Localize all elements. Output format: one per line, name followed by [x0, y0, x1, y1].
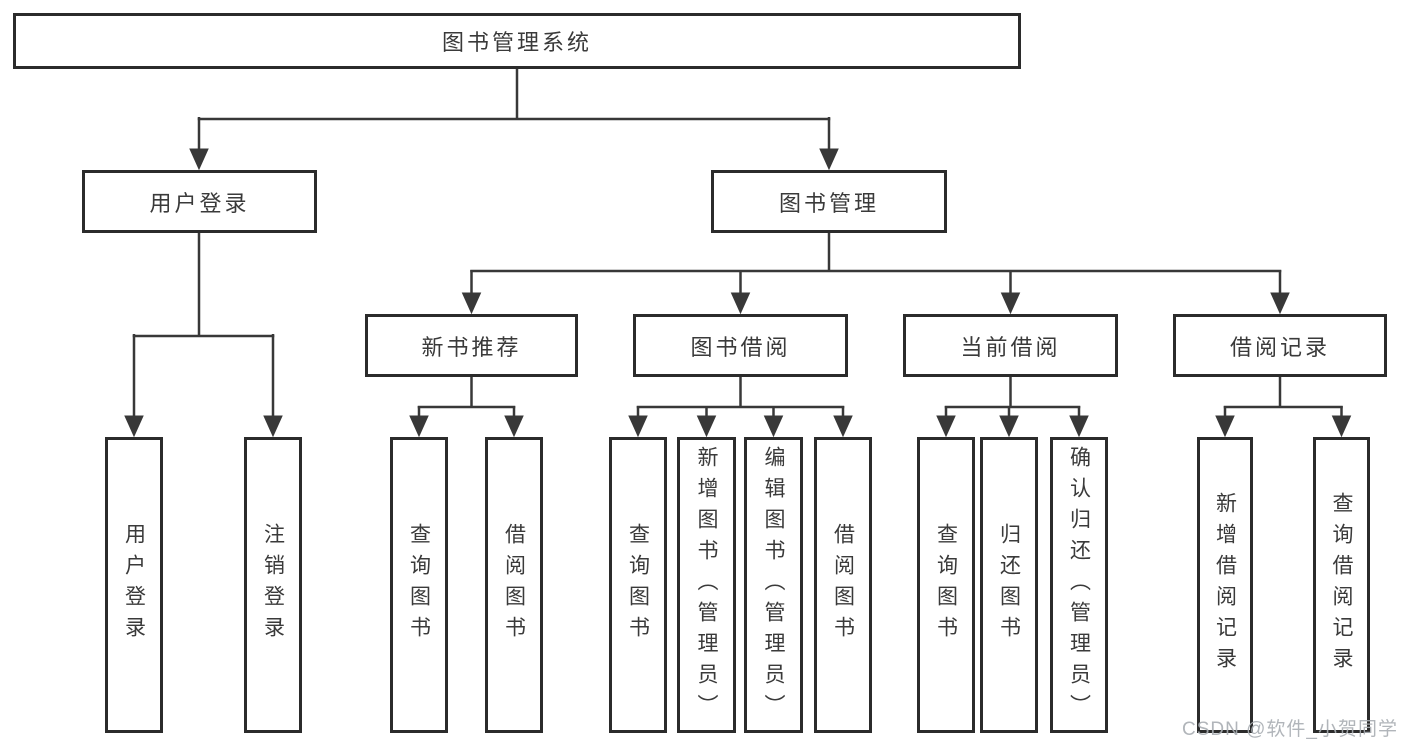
leaf-current-query-books-label: 查询图书: [934, 523, 958, 647]
leaf-user-login-label: 用户登录: [122, 523, 146, 647]
leaf-current-confirm-return-admin: 确认归还（管理员）: [1050, 437, 1108, 733]
node-root-system: 图书管理系统: [13, 13, 1021, 69]
leaf-logout-label: 注销登录: [261, 523, 285, 647]
leaf-recommend-borrow-books: 借阅图书: [485, 437, 543, 733]
leaf-borrow-borrow-books-label: 借阅图书: [831, 523, 855, 647]
leaf-logout: 注销登录: [244, 437, 302, 733]
node-user-login-group: 用户登录: [82, 170, 317, 233]
leaf-borrow-add-books-admin: 新增图书（管理员）: [677, 437, 736, 733]
node-current-borrow: 当前借阅: [903, 314, 1118, 377]
leaf-borrow-edit-books-admin: 编辑图书（管理员）: [744, 437, 803, 733]
leaf-records-query-record-label: 查询借阅记录: [1330, 492, 1354, 678]
leaf-records-add-record-label: 新增借阅记录: [1213, 492, 1237, 678]
leaf-recommend-query-books: 查询图书: [390, 437, 448, 733]
leaf-user-login: 用户登录: [105, 437, 163, 733]
node-book-management: 图书管理: [711, 170, 947, 233]
leaf-borrow-borrow-books: 借阅图书: [814, 437, 872, 733]
leaf-current-return-books: 归还图书: [980, 437, 1038, 733]
leaf-records-add-record: 新增借阅记录: [1197, 437, 1253, 733]
leaf-borrow-query-books-label: 查询图书: [626, 523, 650, 647]
leaf-recommend-borrow-books-label: 借阅图书: [502, 523, 526, 647]
leaf-recommend-query-books-label: 查询图书: [407, 523, 431, 647]
node-new-book-recommend: 新书推荐: [365, 314, 578, 377]
leaf-borrow-edit-books-admin-label: 编辑图书（管理员）: [762, 445, 786, 725]
node-borrow-records: 借阅记录: [1173, 314, 1387, 377]
leaf-current-confirm-return-admin-label: 确认归还（管理员）: [1067, 445, 1091, 725]
csdn-watermark: CSDN @软件_小贺同学: [1182, 719, 1398, 740]
node-book-borrow: 图书借阅: [633, 314, 848, 377]
leaf-current-query-books: 查询图书: [917, 437, 975, 733]
leaf-records-query-record: 查询借阅记录: [1313, 437, 1370, 733]
leaf-current-return-books-label: 归还图书: [997, 523, 1021, 647]
leaf-borrow-add-books-admin-label: 新增图书（管理员）: [695, 445, 719, 725]
leaf-borrow-query-books: 查询图书: [609, 437, 667, 733]
